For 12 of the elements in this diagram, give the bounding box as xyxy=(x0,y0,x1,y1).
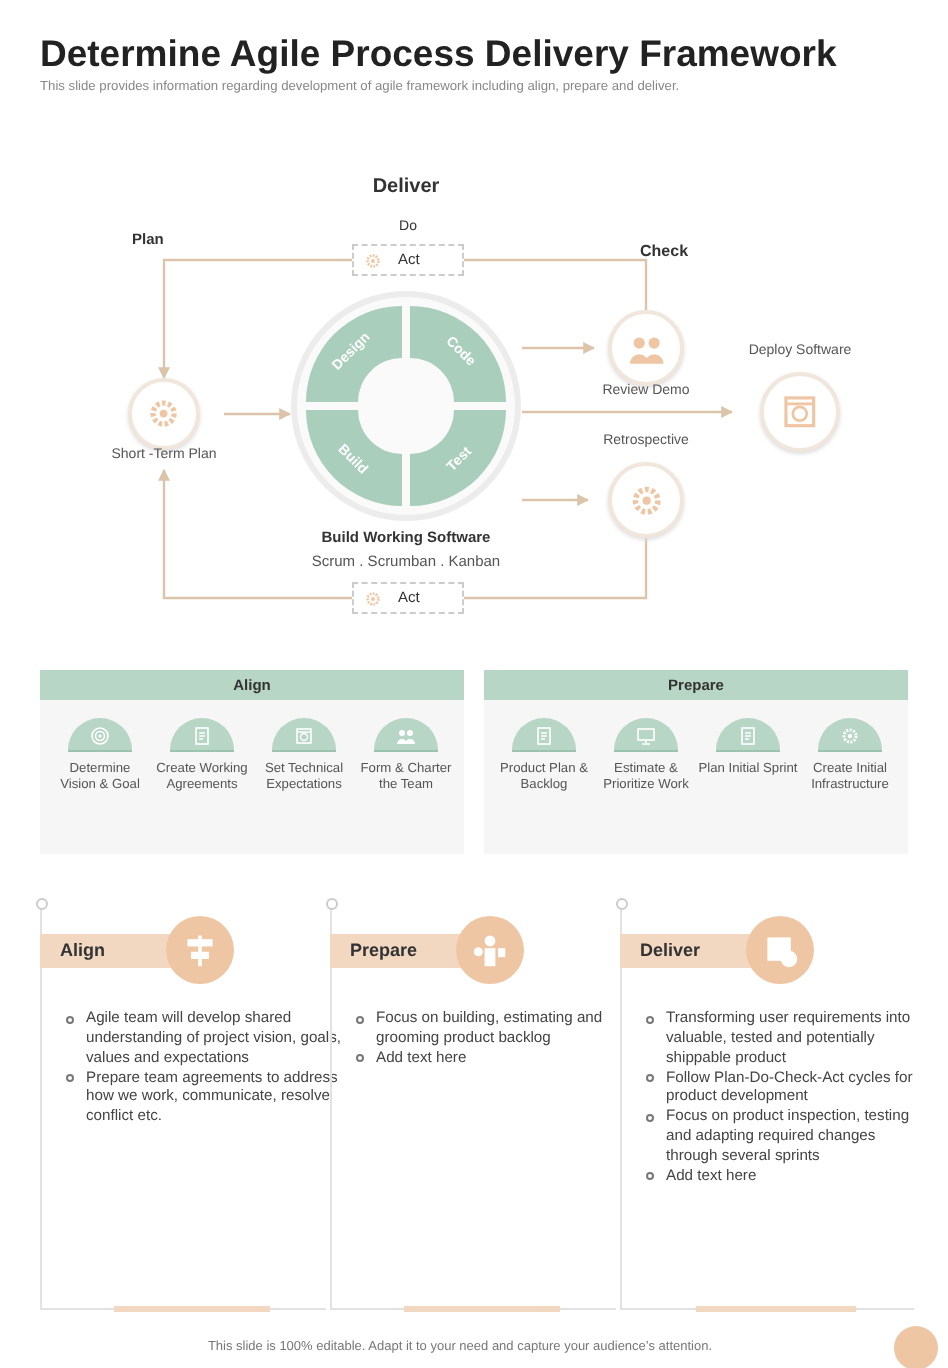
stage-label: Check xyxy=(640,242,689,260)
connector-arrow xyxy=(522,342,596,354)
connector-arrow xyxy=(224,408,292,420)
section-panel xyxy=(484,670,908,854)
connector-arrow xyxy=(522,494,590,506)
section-panel xyxy=(40,670,464,854)
card-panel xyxy=(620,904,914,1310)
connector-arrow xyxy=(158,468,352,600)
page-title: Determine Agile Process Delivery Framework xyxy=(40,32,837,76)
section-heading: Deliver xyxy=(370,176,442,198)
connector-arrow xyxy=(158,258,352,380)
connector-arrow xyxy=(522,406,734,418)
